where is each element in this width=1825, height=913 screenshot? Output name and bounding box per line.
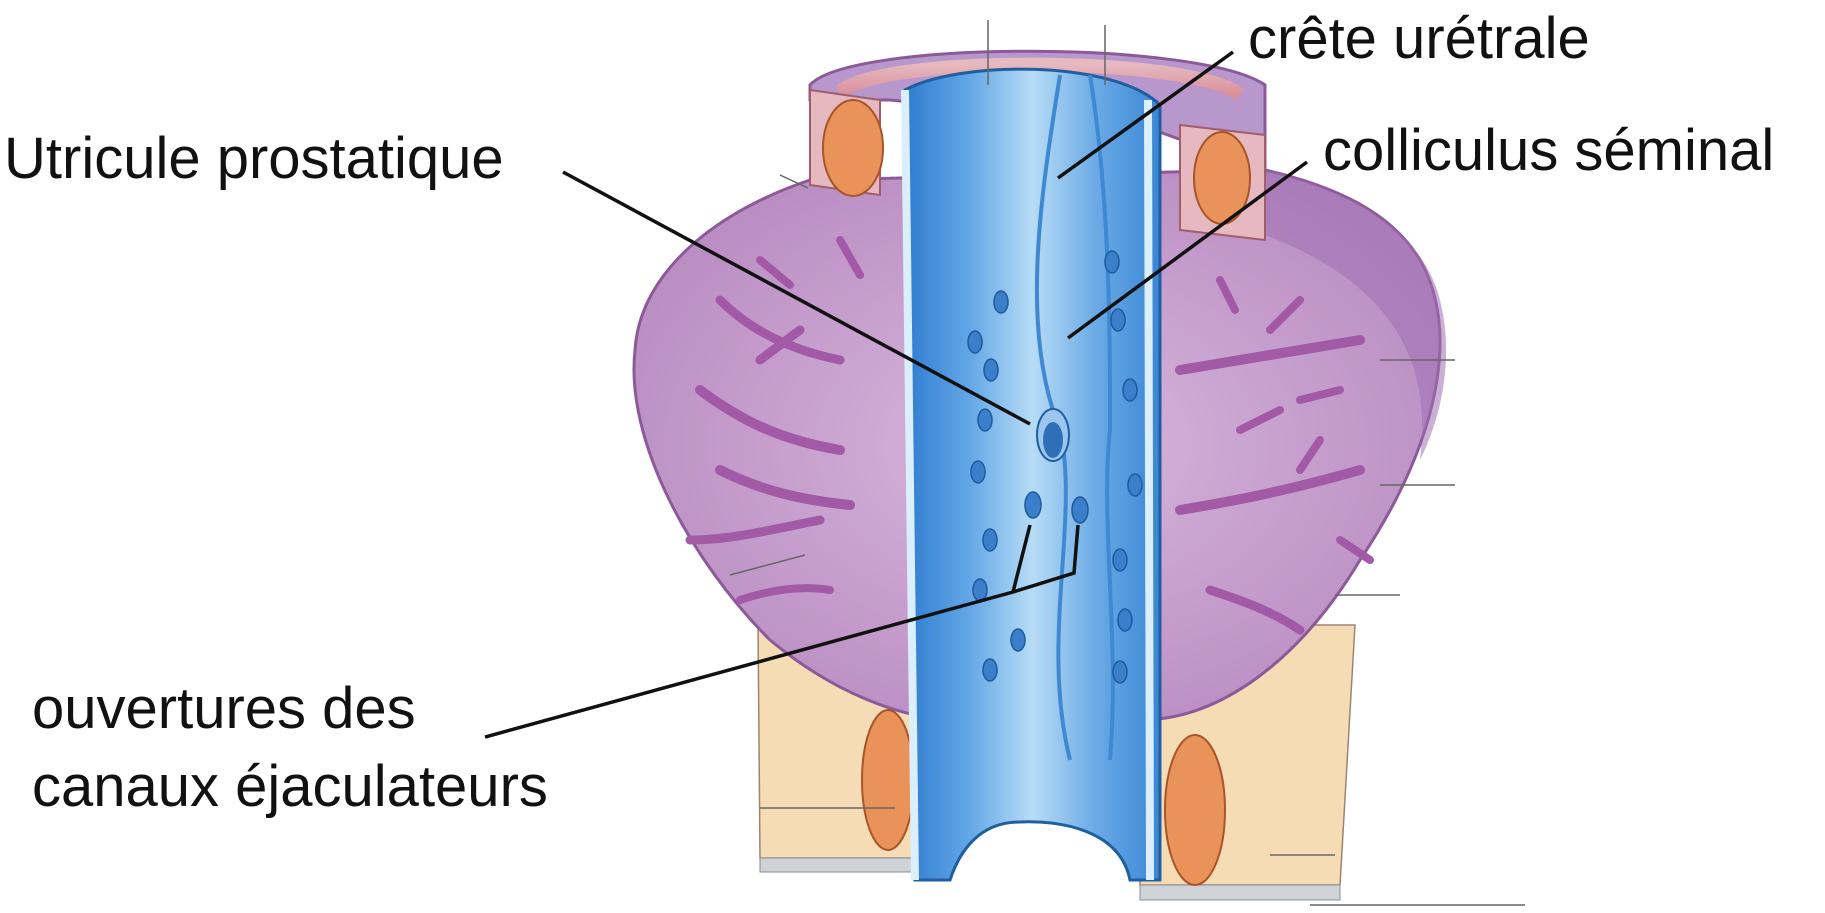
label-colliculus-seminal: colliculus séminal <box>1323 122 1774 180</box>
utricle-opening <box>1037 409 1069 461</box>
label-ouvertures-line1: ouvertures des <box>32 680 416 738</box>
label-crete-uretrale: crête urétrale <box>1248 10 1590 68</box>
urethra <box>905 69 1160 880</box>
label-utricule-prostatique: Utricule prostatique <box>4 130 504 188</box>
label-ouvertures-line2: canaux éjaculateurs <box>32 758 548 816</box>
